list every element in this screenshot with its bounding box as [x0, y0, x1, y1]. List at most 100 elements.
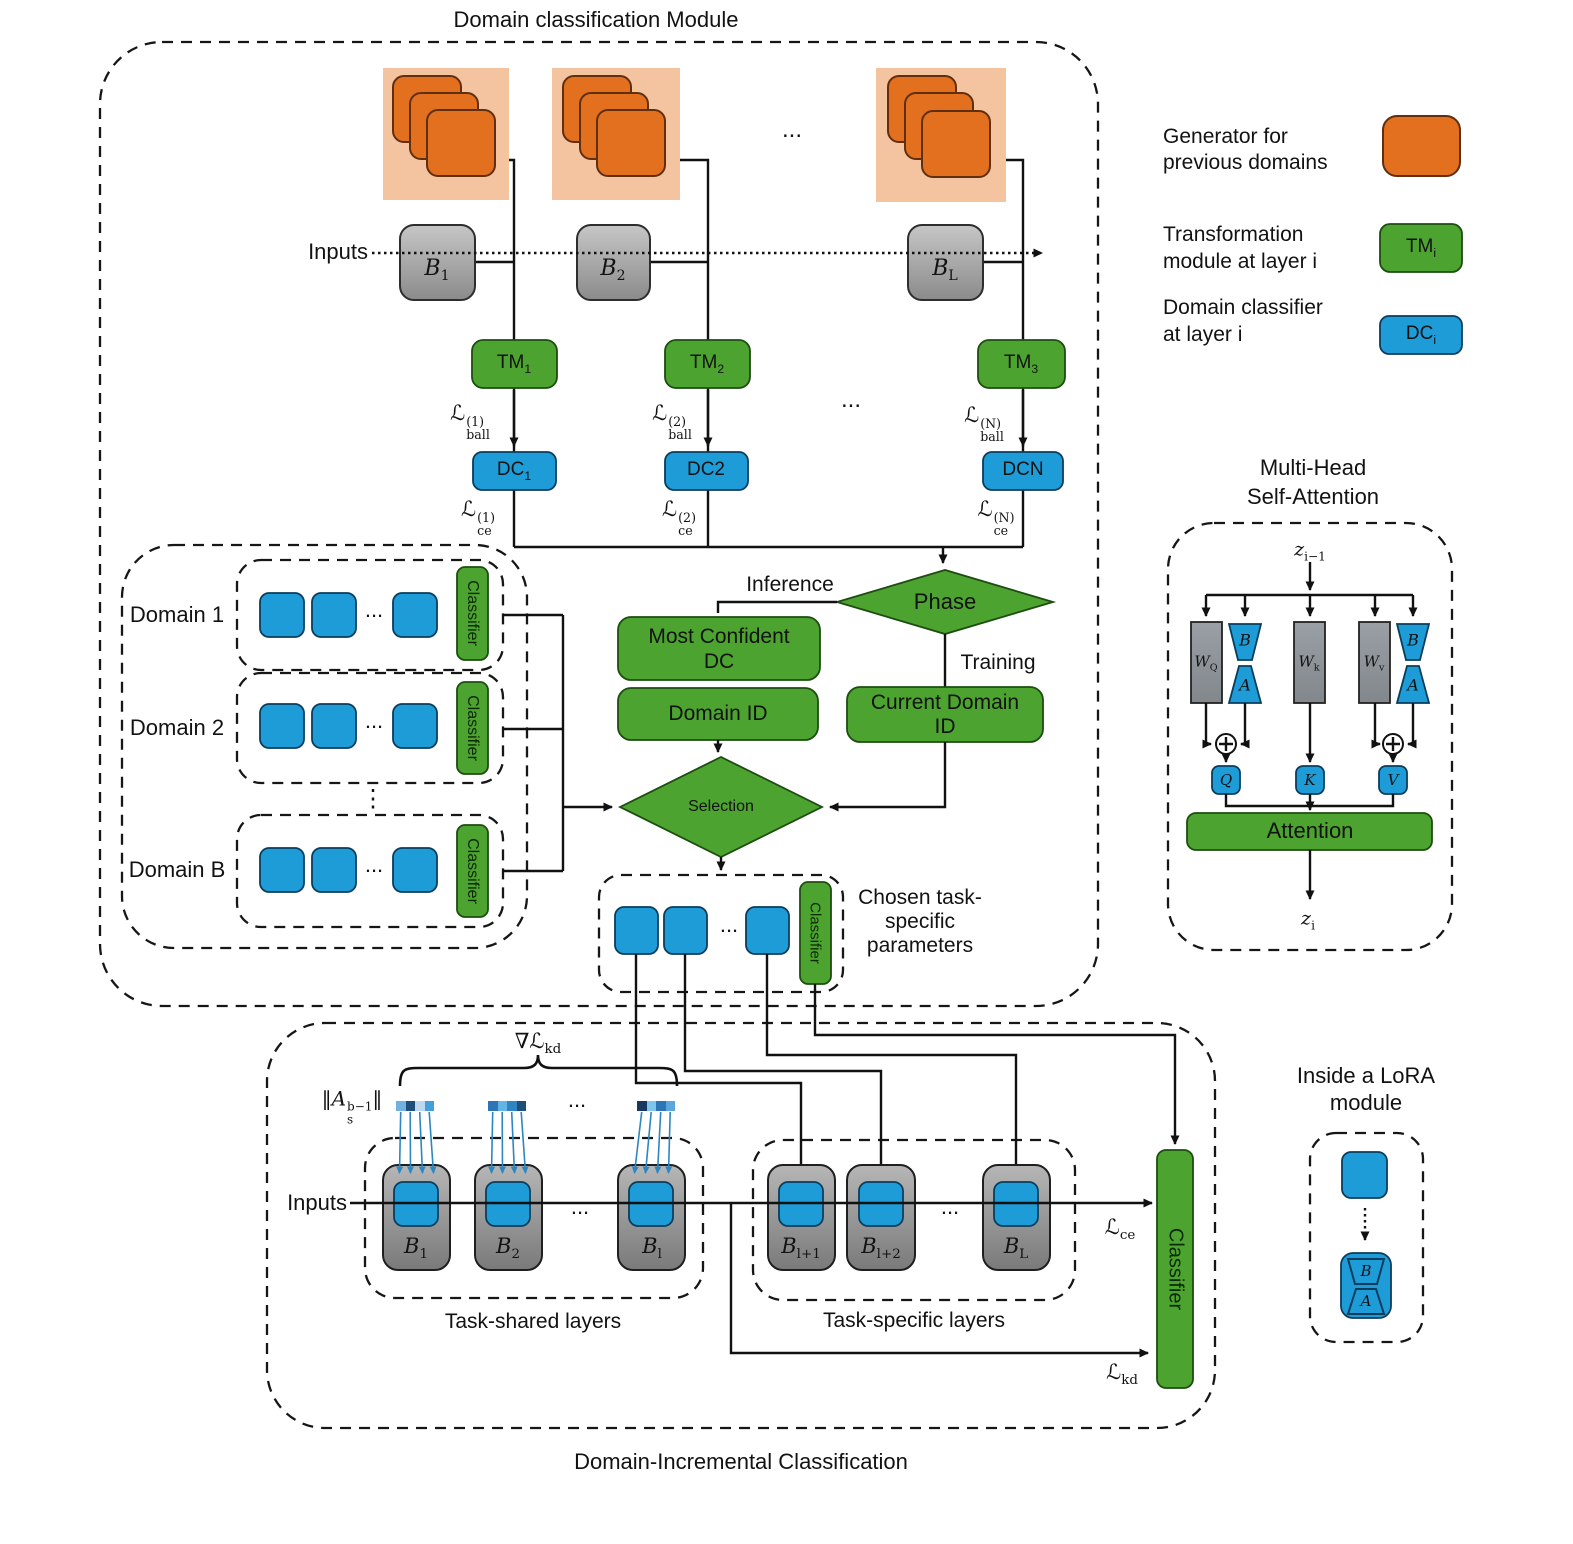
norm-cell: [405, 1101, 415, 1111]
classifier-vert-2: Classifier: [464, 695, 481, 761]
k-label: K: [1304, 771, 1316, 789]
grad-brace: [398, 1054, 679, 1087]
chosen-drop-wires: [634, 954, 1180, 1174]
b-label-q: B: [1239, 630, 1251, 650]
dc1-label: DC1: [496, 459, 532, 483]
phase-diamond: [833, 569, 1057, 635]
ellipsis-shared: ...: [570, 1194, 590, 1219]
a-label-v: A: [1407, 675, 1419, 695]
lora-a-trapezoid-q: [1227, 665, 1263, 704]
mhsa-title-line2: Self-Attention: [1246, 484, 1380, 509]
chosen-label-line1: Chosen task-: [858, 886, 982, 909]
norm-cell: [665, 1101, 675, 1111]
ellipsis-generators: ...: [781, 116, 803, 143]
block-bl1-label: Bl+1: [781, 1233, 821, 1263]
legend-dc-swatch-label: DCi: [1405, 323, 1437, 347]
wk-matrix: [1293, 621, 1326, 704]
legend-tm-swatch: [1379, 223, 1463, 273]
domain-id-label: Domain ID: [668, 702, 768, 725]
domain-incremental-box: [265, 1021, 1217, 1430]
legend-tm-line1: Transformation: [1163, 223, 1304, 246]
chosen-params: [614, 881, 832, 985]
classifier-vert-1: Classifier: [464, 580, 481, 646]
legend-swatches: [1379, 115, 1463, 355]
most-confident-dc-box: [617, 616, 821, 681]
bottom-caption: Domain-Incremental Classification: [574, 1449, 908, 1474]
inputs-label-top: Inputs: [308, 239, 368, 264]
block-bL-label: BL: [1003, 1233, 1029, 1263]
most-confident-line1: Most Confident: [648, 625, 790, 648]
backbone-blocks-top: [399, 224, 984, 301]
bottom-network: [350, 1054, 1194, 1389]
z-out-label: zi: [1301, 907, 1315, 933]
task-shared-box: [363, 1136, 705, 1300]
block-bl-label: Bl: [642, 1233, 662, 1263]
norm-cell: [424, 1101, 434, 1111]
a-norm-strip-2: [488, 1101, 526, 1111]
mhsa-title-line1: Multi-Head: [1259, 455, 1367, 480]
mhsa-internals: [1186, 562, 1433, 900]
lora-b-trapezoid-q: [1227, 623, 1263, 661]
norm-cell: [656, 1101, 666, 1111]
lora-norm-arrows: [396, 1111, 673, 1174]
legend-tm-line2: module at layer i: [1163, 250, 1318, 273]
generator-stack-1: [383, 68, 509, 200]
norm-cell: [637, 1101, 647, 1111]
current-domain-line2: ID: [934, 715, 956, 738]
b1-label: B1: [424, 255, 450, 285]
b-label-v: B: [1407, 630, 1419, 650]
wq-label: WQ: [1194, 652, 1218, 674]
generator-stack-3: [876, 68, 1006, 202]
v-label: V: [1387, 771, 1399, 789]
bL-label: BL: [932, 255, 958, 285]
training-label: Training: [960, 651, 1036, 674]
task-shared-label: Task-shared layers: [444, 1310, 622, 1333]
tm3-label: TM3: [1003, 352, 1039, 376]
current-domain-line1: Current Domain: [870, 691, 1020, 714]
norm-cell: [488, 1101, 498, 1111]
tm2-label: TM2: [689, 352, 725, 376]
vdots-domains: ⋮: [361, 785, 385, 813]
loss-ball-1: ℒ(1)ball: [450, 400, 490, 442]
lora-title-line2: module: [1329, 1090, 1403, 1115]
ellipsis-chosen: ...: [719, 912, 739, 937]
lora-title-line1: Inside a LoRA: [1296, 1063, 1436, 1088]
lce-label: ℒce: [1104, 1214, 1136, 1244]
ellipsis-specific: ...: [940, 1194, 960, 1219]
lora-ba-box: [1340, 1252, 1392, 1319]
norm-cell: [516, 1101, 526, 1111]
lora-b-trapezoid-v: [1395, 623, 1431, 661]
selection-label: Selection: [688, 798, 754, 815]
wq-matrix: [1190, 621, 1223, 704]
lkd-label: ℒkd: [1106, 1359, 1138, 1389]
module-title: Domain classification Module: [453, 7, 739, 32]
flowchart: [617, 569, 1057, 871]
wv-label: Wv: [1363, 652, 1385, 674]
dc2-label: DC2: [686, 459, 726, 481]
z-in-label: zi−1: [1294, 538, 1326, 564]
ellipsis-domain1: ...: [364, 597, 384, 622]
classifier-vert-chosen: Classifier: [806, 902, 824, 964]
norm-cell: [396, 1101, 406, 1111]
lora-square: [1341, 1151, 1388, 1199]
bottom-classifier-box: [1156, 1149, 1194, 1389]
norm-cell: [415, 1101, 425, 1111]
block-b2-label: B2: [496, 1233, 520, 1263]
dcn-label: DCN: [1002, 459, 1044, 481]
generator-stack-2: [552, 68, 680, 200]
phase-label: Phase: [913, 589, 977, 614]
legend-generator-line2: previous domains: [1163, 151, 1328, 174]
most-confident-line2: DC: [703, 650, 735, 673]
lora-b-label: B: [1360, 1262, 1372, 1280]
legend-dc-line2: at layer i: [1163, 323, 1243, 346]
loss-ball-2: ℒ(2)ball: [652, 400, 692, 442]
loss-ce-n: ℒ(N)ce: [977, 496, 1015, 538]
loss-ball-n: ℒ(N)ball: [964, 402, 1004, 444]
lora-a-label: A: [1360, 1292, 1372, 1310]
ellipsis-strips: ...: [567, 1087, 587, 1112]
block-bl2-label: Bl+2: [861, 1233, 901, 1263]
legend-tm-swatch-label: TMi: [1405, 236, 1437, 260]
